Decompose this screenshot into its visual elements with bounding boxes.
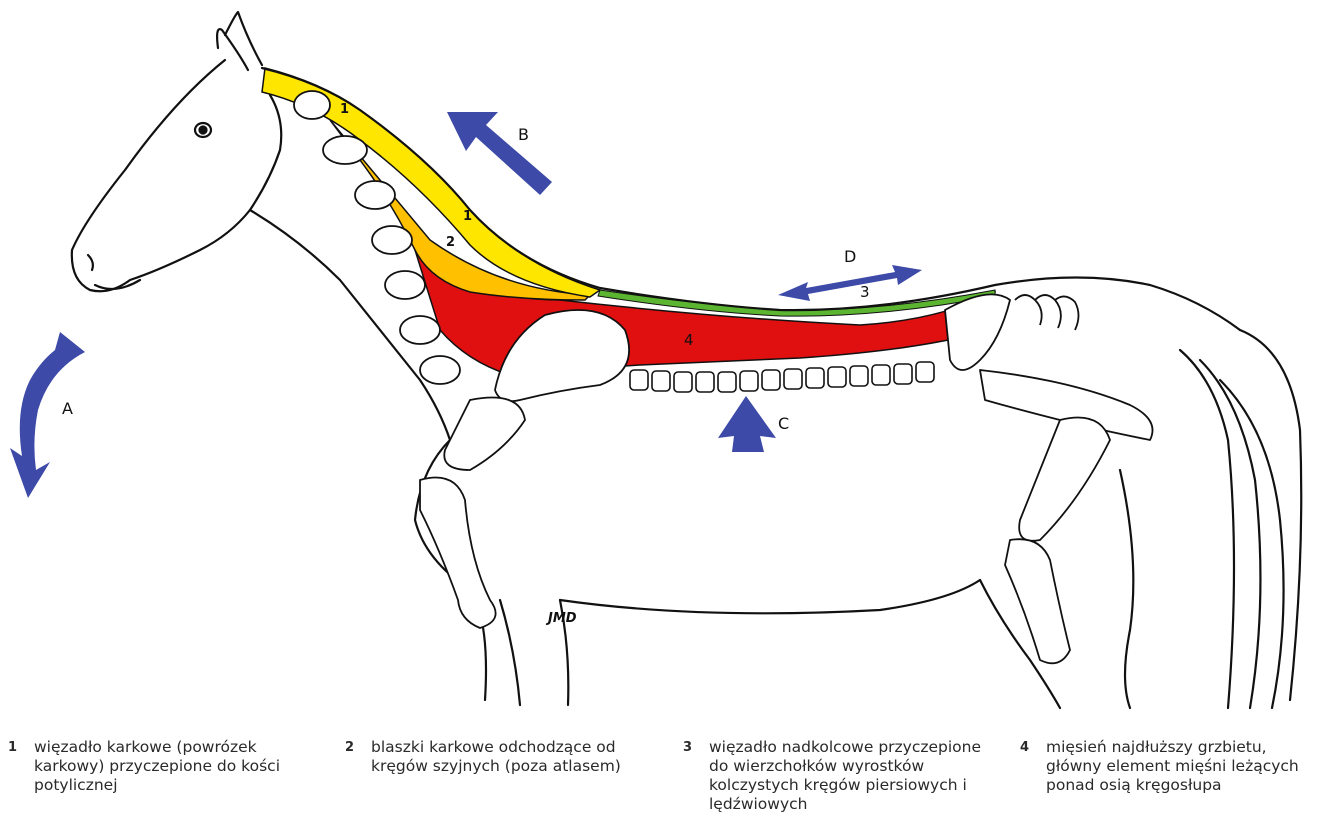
arrow-b: [447, 112, 552, 195]
arrow-label-c: C: [778, 414, 789, 433]
arrow-a: [10, 332, 85, 498]
legend-number-1: 1: [8, 738, 17, 757]
legend-text-1: więzadło karkowe (powrózek karkowy) przy…: [34, 738, 308, 795]
legend-text-4: mięsień najdłuższy grzbietu, główny elem…: [1046, 738, 1320, 795]
region-label-4: 4: [684, 331, 694, 349]
horse-anatomy-diagram: A B C D 1 1 2 3 4 JMD: [0, 0, 1325, 712]
legend-number-4: 4: [1020, 738, 1029, 757]
arrow-c: [718, 396, 776, 452]
arrow-label-d: D: [844, 247, 856, 266]
legend-number-2: 2: [345, 738, 354, 757]
region-label-2: 2: [446, 235, 455, 250]
legend-text-3: więzadło nadkolcowe przyczepione do wier…: [709, 738, 983, 814]
arrow-label-b: B: [518, 125, 529, 144]
arrow-label-a: A: [62, 399, 73, 418]
legend-number-3: 3: [683, 738, 692, 757]
region-label-3: 3: [860, 283, 870, 301]
arrow-d: [778, 265, 922, 301]
artist-signature: JMD: [545, 611, 577, 626]
region-label-1-top: 1: [340, 102, 349, 117]
spine-vertebrae: [630, 362, 934, 392]
region-label-1-mid: 1: [463, 209, 472, 224]
legend-text-2: blaszki karkowe odchodzące od kręgów szy…: [371, 738, 645, 776]
